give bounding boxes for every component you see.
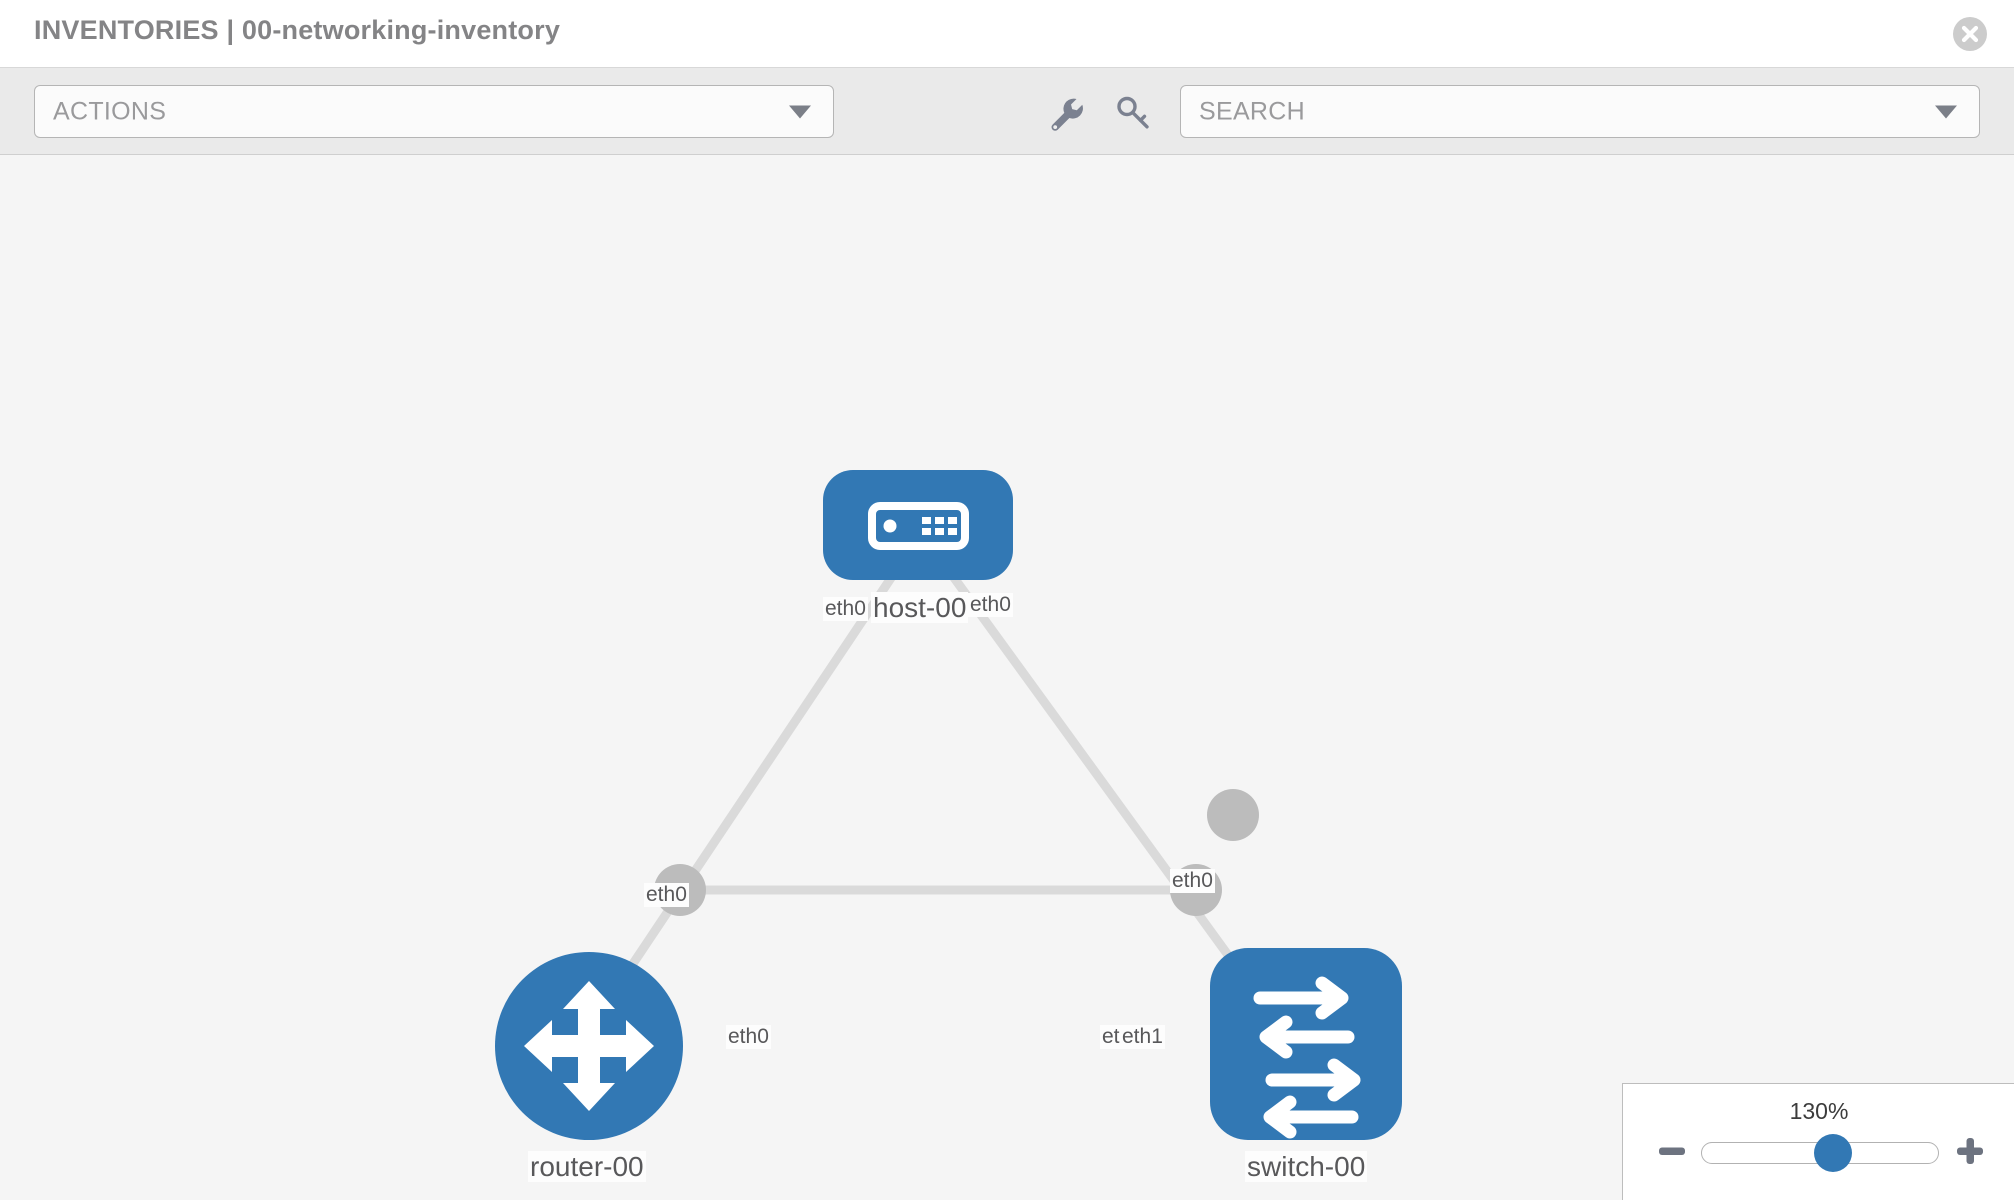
close-icon[interactable] (1952, 16, 1988, 52)
edge-label-host-left: eth0 (823, 597, 868, 622)
topology-canvas[interactable]: eth0 eth0 eth0 eth0 eth0 eth eth1 host-0… (0, 155, 2014, 1200)
router-arrows-icon (524, 981, 654, 1111)
chevron-down-icon (789, 105, 811, 118)
node-host-00 (823, 470, 1013, 580)
actions-dropdown-label: ACTIONS (53, 97, 167, 125)
link-host-router (598, 572, 897, 1013)
search-placeholder: SEARCH (1199, 97, 1305, 125)
edge-label-host-right: eth0 (968, 593, 1013, 618)
wrench-icon[interactable] (1045, 93, 1085, 133)
connector-switch-top (1207, 789, 1259, 841)
node-label-switch-00: switch-00 (1245, 1151, 1368, 1183)
node-label-router-00: router-00 (528, 1151, 646, 1183)
actions-dropdown[interactable]: ACTIONS (34, 85, 834, 138)
edge-label-switch-up: eth0 (1170, 869, 1215, 894)
node-router-00 (495, 952, 683, 1140)
topology-graph (495, 470, 1402, 1140)
minus-icon[interactable] (1655, 1134, 1689, 1168)
chevron-down-icon (1935, 105, 1957, 118)
zoom-control-panel: 130% (1622, 1083, 2014, 1200)
edge-label-router-right: eth0 (726, 1025, 771, 1050)
key-icon[interactable] (1113, 93, 1153, 133)
topology-links (598, 572, 1232, 1013)
page-title: INVENTORIES | 00-networking-inventory (34, 15, 561, 45)
search-input[interactable]: SEARCH (1180, 85, 1980, 138)
node-label-host-00: host-00 (871, 592, 969, 624)
edge-label-switch-left-b: eth1 (1120, 1025, 1165, 1050)
node-switch-00 (1210, 948, 1402, 1140)
plus-icon[interactable] (1953, 1134, 1987, 1168)
zoom-percent-label: 130% (1789, 1098, 1849, 1124)
page-header: INVENTORIES | 00-networking-inventory (0, 0, 2014, 68)
switch-arrows-icon (1253, 976, 1361, 1139)
server-icon (868, 502, 969, 550)
edge-label-router-up: eth0 (644, 883, 689, 908)
zoom-slider-thumb[interactable] (1814, 1134, 1852, 1172)
